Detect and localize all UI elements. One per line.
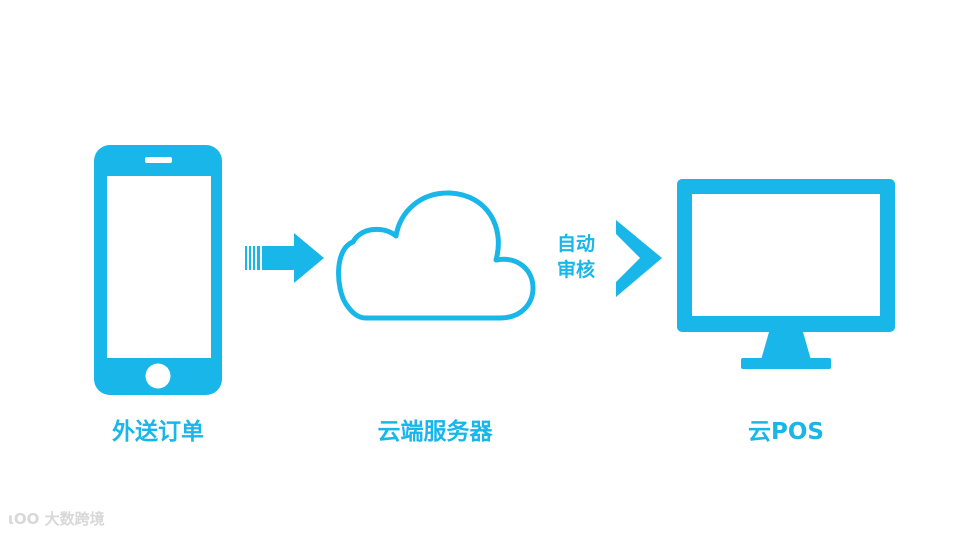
watermark-logo-icon: ιOO <box>8 510 40 528</box>
arrow-right-icon <box>245 233 324 283</box>
node-label-monitor: 云POS <box>748 419 824 445</box>
watermark: ιOO 大数跨境 <box>8 508 105 529</box>
monitor-icon <box>677 179 895 369</box>
edge-label-line1: 自动 <box>557 233 596 255</box>
watermark-text: 大数跨境 <box>44 510 105 528</box>
chevron-arrow-icon <box>616 220 662 297</box>
node-label-cloud: 云端服务器 <box>377 419 493 445</box>
edge-label-auto-review: 自动 审核 <box>557 231 595 283</box>
edge-label-line2: 审核 <box>557 259 596 281</box>
cloud-icon <box>336 190 536 321</box>
node-label-phone: 外送订单 <box>112 419 204 445</box>
smartphone-icon <box>94 145 222 395</box>
